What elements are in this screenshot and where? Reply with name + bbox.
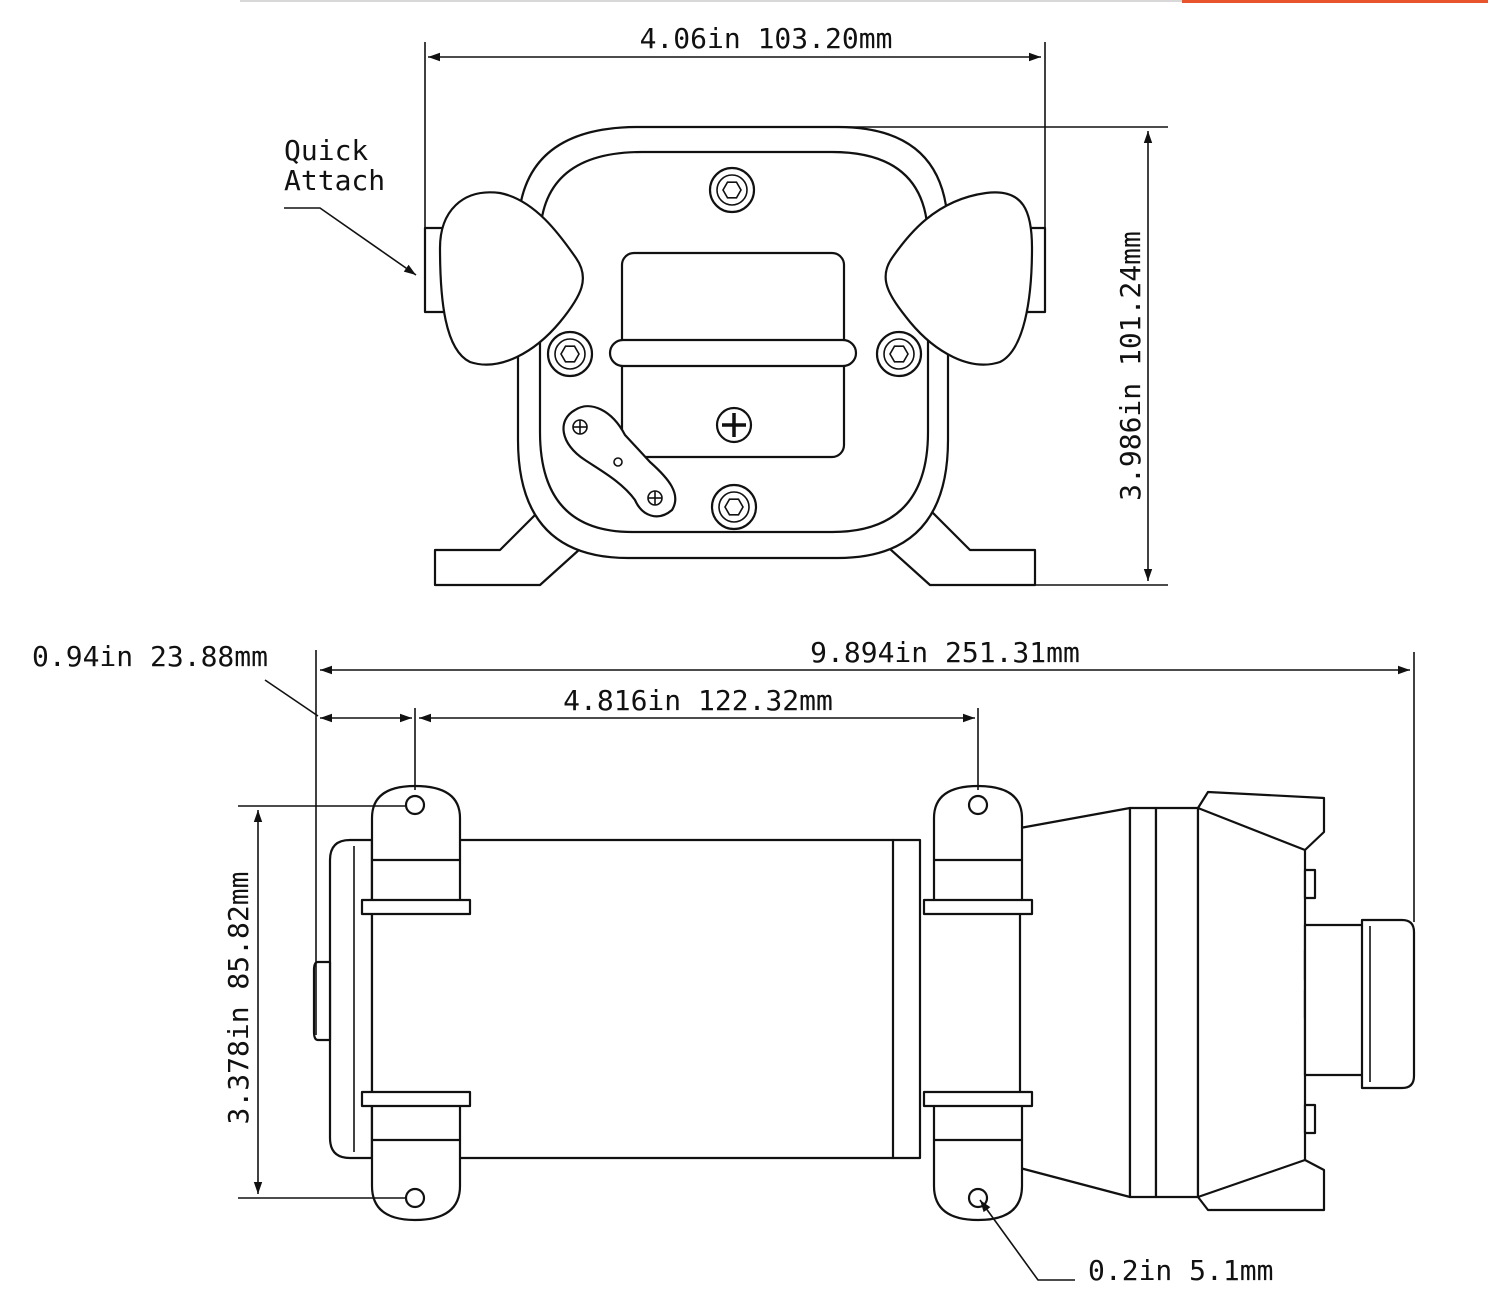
bolt-left-icon bbox=[546, 330, 594, 378]
cap-screw-1 bbox=[1303, 868, 1317, 900]
clamp-right-bottom bbox=[922, 1090, 1034, 1108]
bracket-left-bottom bbox=[370, 1096, 462, 1222]
mount-hole-right-bottom bbox=[967, 1187, 989, 1209]
center-screw-icon bbox=[715, 406, 753, 444]
quick-attach-label-line1: Quick bbox=[284, 134, 368, 167]
outlet-fitting bbox=[1360, 918, 1416, 1090]
end-offset-label: 0.94in 23.88mm bbox=[32, 640, 268, 673]
hole-diameter-leader bbox=[979, 1199, 1075, 1281]
quick-attach-leader bbox=[284, 207, 417, 276]
side-view-dimensions: 9.894in 251.31mm 0.94in 23.88mm 4.816in … bbox=[32, 636, 1415, 1287]
top-width-label: 4.06in 103.20mm bbox=[640, 22, 893, 55]
mount-hole-right-top bbox=[967, 794, 989, 816]
clamp-right-top bbox=[922, 898, 1034, 916]
right-quick-attach-knob bbox=[884, 191, 1034, 366]
switch-screw-bottom-icon bbox=[647, 490, 663, 506]
switch-plate bbox=[562, 405, 677, 518]
mount-hole-left-top bbox=[404, 794, 426, 816]
end-view bbox=[423, 125, 1047, 587]
mount-hole-left-bottom bbox=[404, 1187, 426, 1209]
end-offset-leader bbox=[264, 679, 319, 717]
pump-head-block bbox=[1154, 806, 1200, 1199]
outlet-port bbox=[1303, 923, 1367, 1077]
end-view-dimensions: 4.06in 103.20mm 3.986in 101.24mm Quick A… bbox=[284, 22, 1168, 586]
quick-attach-label-line2: Attach bbox=[284, 164, 385, 197]
bolt-bottom-icon bbox=[710, 483, 758, 531]
left-quick-attach-knob bbox=[438, 191, 585, 366]
side-view bbox=[312, 784, 1416, 1222]
cover-handle bbox=[608, 338, 858, 368]
top-height-label: 3.986in 101.24mm bbox=[1114, 231, 1147, 501]
pump-head-cone bbox=[1018, 806, 1132, 1199]
switch-screw-top-icon bbox=[572, 419, 588, 435]
accent-bar bbox=[1182, 0, 1488, 3]
total-length-label: 9.894in 251.31mm bbox=[810, 636, 1080, 669]
clamp-left-top bbox=[360, 898, 472, 916]
bolt-top-icon bbox=[708, 166, 756, 214]
mount-height-label: 3.378in 85.82mm bbox=[222, 872, 255, 1125]
end-cap bbox=[328, 838, 374, 1160]
housing-inner bbox=[538, 150, 930, 534]
clamp-left-bottom bbox=[360, 1090, 472, 1108]
switch-pin-icon bbox=[613, 457, 623, 467]
hole-diameter-label: 0.2in 5.1mm bbox=[1088, 1254, 1273, 1287]
bolt-right-icon bbox=[875, 330, 923, 378]
bracket-right-bottom bbox=[932, 1096, 1024, 1222]
pump-head-ring bbox=[1128, 806, 1158, 1199]
cap-screw-4 bbox=[1303, 1103, 1317, 1135]
mount-spacing-label: 4.816in 122.32mm bbox=[563, 684, 833, 717]
